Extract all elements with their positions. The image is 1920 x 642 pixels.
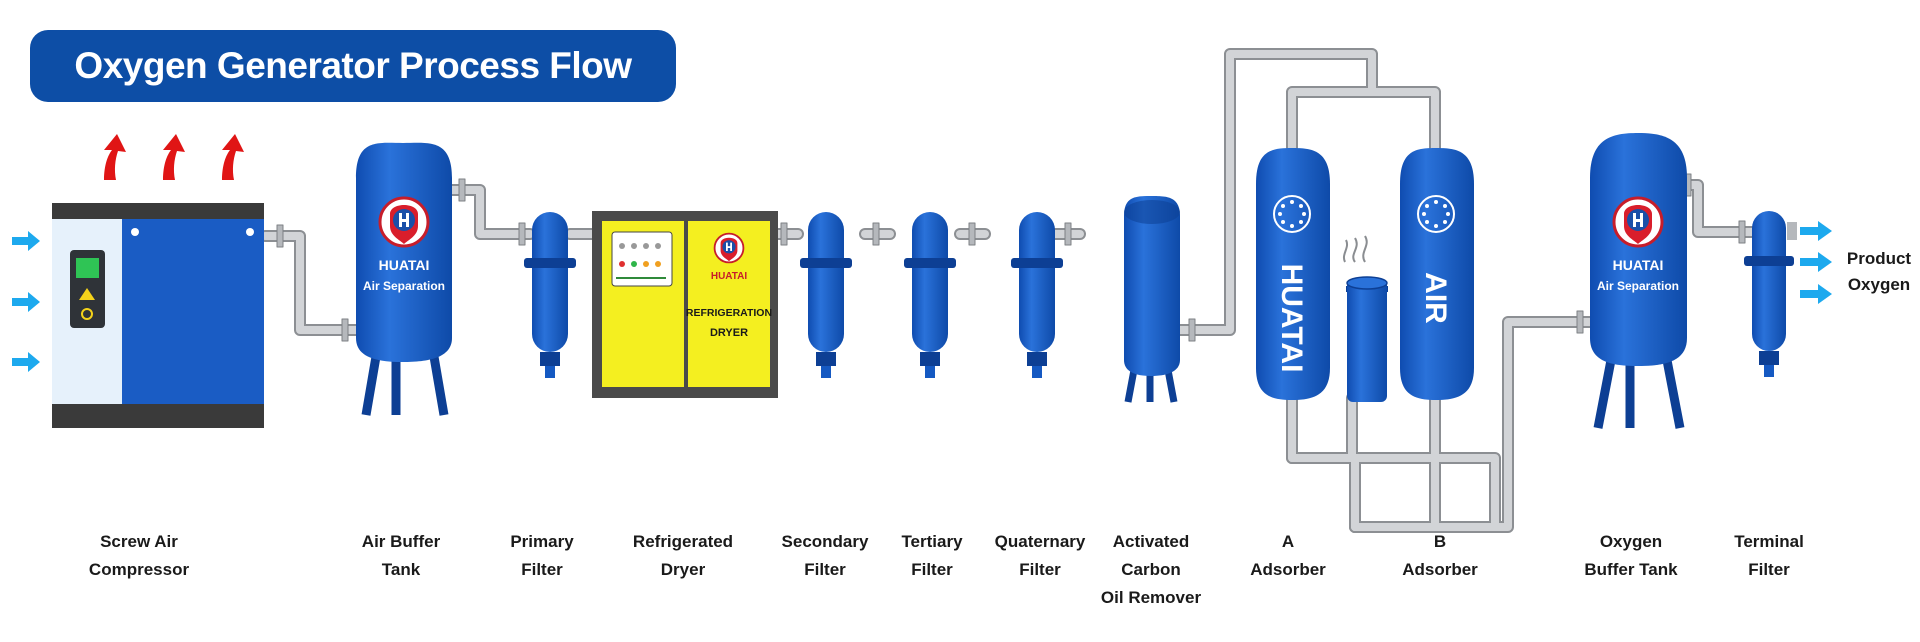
label-tertiary-filter: Tertiary Filter [901, 532, 963, 579]
dryer-brand-name: HUATAI [711, 271, 748, 282]
huatai-logo-icon [713, 232, 745, 264]
huatai-logo-icon [1612, 196, 1664, 248]
label-quaternary-filter: Quaternary Filter [994, 532, 1086, 579]
brand-tagline: Air Separation [363, 279, 445, 293]
dryer-panel-line1: REFRIGERATION [686, 307, 772, 319]
quaternary-filter [1011, 212, 1063, 378]
product-oxygen-label: Product Oxygen [1846, 249, 1912, 294]
air-intake-arrow-icon [12, 231, 40, 372]
warning-triangle-icon [79, 288, 95, 300]
oxygen-tank-brand-name: HUATAI [1613, 257, 1664, 273]
secondary-filter [800, 212, 852, 378]
label-refrigerated-dryer: Refrigerated Dryer [632, 532, 734, 579]
heat-exhaust-arrow-icon [104, 134, 244, 180]
silencer [1343, 235, 1388, 402]
label-primary-filter: Primary Filter [510, 532, 574, 579]
label-screw-air-compressor: Screw Air Compressor [88, 532, 190, 579]
oxygen-tank-brand-tagline: Air Separation [1597, 279, 1679, 293]
huatai-logo-icon [378, 196, 430, 248]
label-terminal-filter: Terminal Filter [1734, 532, 1804, 579]
refrigerated-dryer: HUATAI REFRIGERATION DRYER [592, 211, 778, 398]
label-b-adsorber: B Adsorber [1402, 532, 1478, 579]
label-activated-carbon-oil-remover: Activated Carbon Oil Remover [1100, 532, 1202, 607]
label-a-adsorber: A Adsorber [1250, 532, 1326, 579]
label-oxygen-buffer-tank: Oxygen Buffer Tank [1584, 532, 1678, 579]
terminal-filter [1744, 211, 1797, 377]
air-buffer-tank: HUATAI Air Separation [356, 142, 452, 416]
piping [259, 48, 1758, 533]
diagram-title: Oxygen Generator Process Flow Diagram [30, 30, 676, 158]
dryer-panel-line2: DRYER [710, 327, 748, 339]
primary-filter [524, 212, 576, 378]
activated-carbon-oil-remover [1124, 196, 1180, 403]
tertiary-filter [904, 212, 956, 378]
b-adsorber: AIR [1400, 148, 1474, 400]
oxygen-output-arrow-icon [1800, 221, 1832, 304]
adsorber-a-text: HUATAI [1275, 264, 1308, 373]
brand-name: HUATAI [379, 257, 430, 273]
oxygen-buffer-tank: HUATAI Air Separation [1590, 133, 1687, 429]
screw-air-compressor [52, 203, 264, 428]
label-secondary-filter: Secondary Filter [781, 532, 869, 579]
adsorber-b-text: AIR [1419, 272, 1452, 324]
label-air-buffer-tank: Air Buffer Tank [361, 532, 441, 579]
a-adsorber: HUATAI [1256, 148, 1330, 400]
